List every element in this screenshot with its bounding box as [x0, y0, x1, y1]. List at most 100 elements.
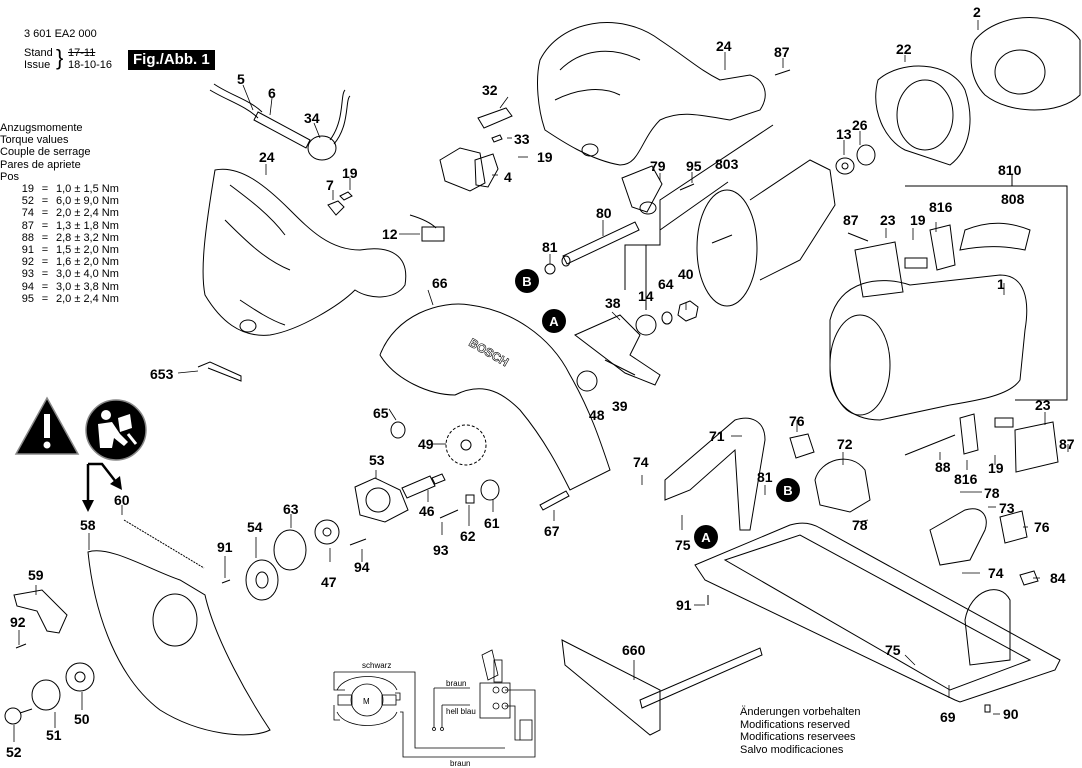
- callout-5: 5: [237, 71, 245, 87]
- callout-80: 80: [596, 205, 612, 221]
- callout-93: 93: [433, 542, 449, 558]
- knob-76: [789, 433, 815, 459]
- cable-sleeve: [253, 111, 311, 149]
- callout-76: 76: [789, 413, 805, 429]
- cable-clip: [327, 200, 345, 216]
- callout-803: 803: [715, 156, 739, 172]
- switch: [439, 147, 486, 192]
- reference-marker-a: A: [542, 309, 566, 333]
- brush-holder-816b: [959, 413, 979, 455]
- callout-92: 92: [10, 614, 26, 630]
- callout-73: 73: [999, 500, 1015, 516]
- torque-heading: Anzugsmomente: [0, 122, 83, 134]
- parallel-guide-660: [561, 639, 661, 736]
- callout-808: 808: [1001, 191, 1025, 207]
- motor-label: M: [363, 697, 370, 706]
- old-date: 17-11: [68, 47, 96, 59]
- callout-50: 50: [74, 711, 90, 727]
- callout-91: 91: [217, 539, 233, 555]
- screw-87b: [847, 232, 869, 242]
- callout-19: 19: [342, 165, 358, 181]
- callout-65: 65: [373, 405, 389, 421]
- torque-row: 92=1,6 ± 2,0 Nm: [21, 256, 119, 269]
- direction-arrows-icon: [82, 462, 122, 512]
- callout-6: 6: [268, 85, 276, 101]
- callout-810: 810: [998, 162, 1022, 178]
- callout-48: 48: [589, 407, 605, 423]
- torque-heading: Torque values: [0, 134, 69, 147]
- torque-row: 91=1,5 ± 2,0 Nm: [21, 244, 119, 257]
- callout-58: 58: [80, 517, 96, 533]
- wiring-diagram: [333, 649, 536, 758]
- wire-label-brown-top: braun: [446, 679, 467, 688]
- armature-fan: [696, 189, 758, 307]
- callout-87: 87: [1059, 436, 1075, 452]
- torque-row: 95=2,0 ± 2,4 Nm: [21, 292, 119, 305]
- screw-92: [15, 643, 27, 649]
- lever-79: [621, 165, 663, 213]
- figure-label: Fig./Abb. 1: [128, 50, 215, 70]
- callout-74: 74: [988, 565, 1004, 581]
- gear-49: [445, 424, 487, 466]
- cap-63: [273, 529, 307, 571]
- issue-label: Issue: [24, 59, 51, 71]
- callout-52: 52: [6, 744, 22, 760]
- bearing-47: [314, 519, 340, 545]
- nut-40: [677, 300, 699, 322]
- callout-59: 59: [28, 567, 44, 583]
- angle-scale: [964, 589, 1011, 666]
- callout-26: 26: [852, 117, 868, 133]
- callout-49: 49: [418, 436, 434, 452]
- issue-date: 18-10-16: [68, 59, 113, 71]
- flange-51: [31, 679, 61, 711]
- torque-heading: Pares de apriete: [0, 158, 81, 171]
- callout-79: 79: [650, 158, 666, 174]
- lever-59: [13, 589, 68, 634]
- callout-87: 87: [843, 212, 859, 228]
- spring-33: [491, 134, 503, 143]
- wire-label-light-blue: hell blau: [446, 707, 476, 716]
- callout-4: 4: [504, 169, 512, 185]
- callout-75: 75: [885, 642, 901, 658]
- fan-baffle: [875, 65, 971, 166]
- note-line: Salvo modificaciones: [740, 743, 844, 756]
- ring-64: [661, 311, 673, 325]
- torque-heading: Pos: [0, 170, 19, 183]
- callout-78: 78: [984, 485, 1000, 501]
- callout-39: 39: [612, 398, 628, 414]
- field-coil: [970, 17, 1081, 111]
- motor-housing-1: [829, 274, 1028, 421]
- brush-19: [904, 257, 928, 269]
- hex-key-653: [197, 361, 242, 382]
- callout-19: 19: [910, 212, 926, 228]
- angle-bracket-71: [664, 417, 766, 531]
- callout-88: 88: [935, 459, 951, 475]
- callout-67: 67: [544, 523, 560, 539]
- callout-66: 66: [432, 275, 448, 291]
- bushing-61: [480, 479, 500, 501]
- callout-54: 54: [247, 519, 263, 535]
- callout-34: 34: [304, 110, 320, 126]
- callout-81: 81: [542, 239, 558, 255]
- screw-93: [439, 509, 459, 519]
- callout-90: 90: [1003, 706, 1019, 722]
- torque-row: 87=1,3 ± 1,8 Nm: [21, 219, 119, 232]
- flange-50: [65, 662, 95, 692]
- callout-32: 32: [482, 82, 498, 98]
- callout-69: 69: [940, 709, 956, 725]
- part-number: 3 601 EA2 000: [24, 28, 97, 40]
- power-cable: [213, 83, 263, 113]
- cable-clamp: [307, 135, 337, 161]
- plate-54: [245, 559, 279, 601]
- bearing-flange-53: [354, 477, 409, 523]
- callout-7: 7: [326, 177, 334, 193]
- spring-60: [123, 519, 205, 569]
- callout-12: 12: [382, 226, 398, 242]
- pin-67: [539, 490, 570, 511]
- bracket-72: [814, 458, 871, 513]
- wire-label-black: schwarz: [362, 661, 392, 670]
- callout-816: 816: [929, 199, 953, 215]
- cover-23: [1014, 421, 1059, 473]
- torque-table: Anzugsmomente Torque values Couple de se…: [0, 122, 119, 305]
